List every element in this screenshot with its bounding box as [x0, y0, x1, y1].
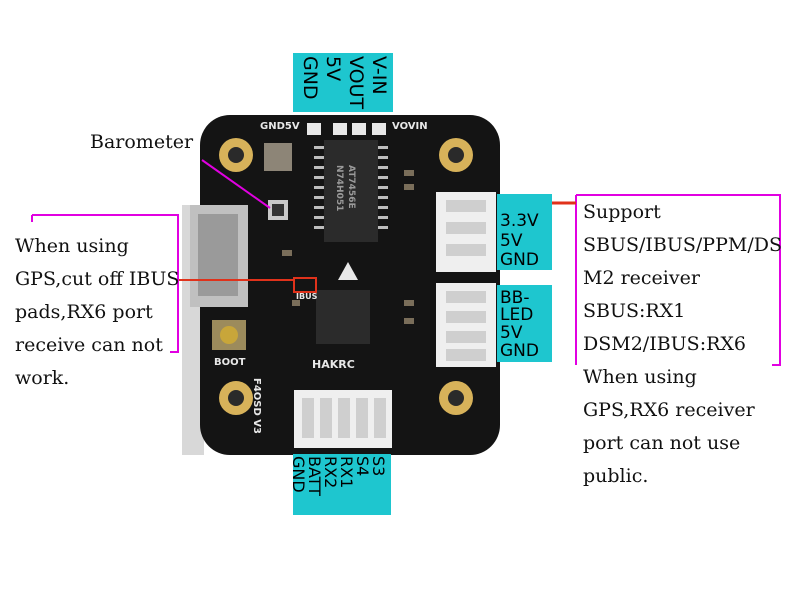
left-note-line: work.: [15, 367, 70, 389]
top-label-vout: VOUT: [345, 56, 367, 110]
barometer-label: Barometer: [90, 131, 194, 153]
silk-ibus: IBUS: [296, 292, 318, 301]
right-note-line: GPS,RX6 receiver: [583, 399, 755, 421]
right-note-line: DSM2/IBUS:RX6: [583, 333, 747, 355]
right-note-line: port can not use: [583, 432, 741, 454]
right-note-line: SBUS:RX1: [583, 300, 686, 322]
right-lower-label-box: [497, 285, 552, 362]
right-upper-label-box: [497, 194, 552, 270]
silk-gnd5v: GND5V: [260, 121, 300, 132]
right-note-line: public.: [583, 465, 649, 487]
barometer-pointer-line: [201, 159, 271, 209]
silk-boot: BOOT: [214, 357, 246, 368]
mcu-chip: [316, 290, 370, 344]
silk-vovin: VOVIN: [392, 121, 428, 132]
top-label-gnd: GND: [299, 56, 321, 100]
crystal: [264, 143, 292, 171]
silk-brand: HAKRC: [312, 358, 355, 371]
right-upper-label-gnd: GND: [500, 250, 539, 270]
right-note: Support SBUS/IBUS/PPM/DS M2 receiver SBU…: [583, 196, 782, 493]
silk-model: F4OSD V3: [251, 378, 262, 434]
right-note-bracket: [576, 194, 781, 366]
left-note-bracket: [32, 214, 179, 353]
right-lower-label-bb: BB-: [500, 288, 530, 308]
osd-chip: [324, 140, 378, 242]
right-upper-label-5v: 5V: [500, 231, 523, 251]
right-note-line: When using: [583, 366, 697, 388]
top-connector-label-box: [293, 53, 393, 112]
left-note: When using GPS,cut off IBUS pads,RX6 por…: [15, 230, 179, 395]
right-note-line: M2 receiver: [583, 267, 700, 289]
left-note-line: When using: [15, 235, 129, 257]
left-note-line: pads,RX6 port: [15, 301, 153, 323]
right-lower-label-gnd: GND: [500, 341, 539, 361]
bottom-label-gnd: GND: [289, 456, 308, 493]
silk-chip-line1: AT7456E: [346, 165, 356, 209]
right-lower-label-led: LED: [500, 305, 534, 325]
left-note-line: GPS,cut off IBUS: [15, 268, 180, 290]
right-note-line: SBUS/IBUS/PPM/DS: [583, 234, 782, 256]
bottom-connector-label-box: [293, 454, 391, 515]
silk-chip-line2: N74H051: [334, 165, 344, 212]
right-note-line: Support: [583, 201, 661, 223]
ibus-pad-marker: [293, 277, 317, 293]
top-label-vin: V-IN: [368, 56, 390, 95]
left-note-line: receive can not: [15, 334, 163, 356]
top-pads: [307, 123, 386, 135]
right-lower-label-5v: 5V: [500, 323, 523, 343]
top-label-5v: 5V: [322, 56, 344, 82]
right-upper-label-3v3: 3.3V: [500, 211, 539, 231]
